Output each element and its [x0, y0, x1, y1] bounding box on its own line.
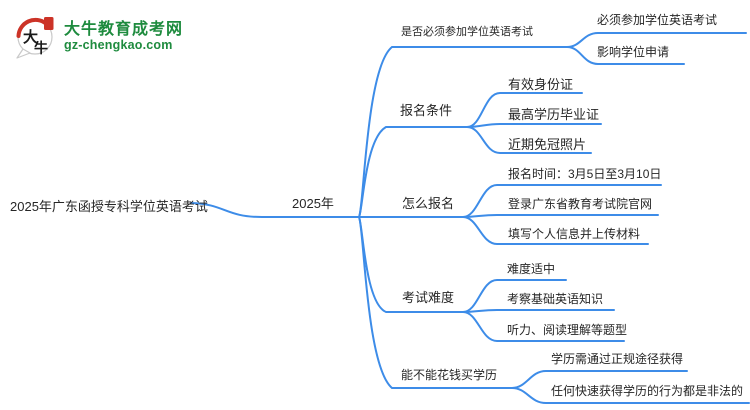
- connector-branch-3-child-2: [462, 214, 659, 218]
- connector-branch-2-child-3: [466, 126, 592, 154]
- connector-branch-4-child-3: [462, 311, 625, 342]
- branch-5-leaf-1: 学历需通过正规途径获得: [551, 352, 684, 366]
- branch-3-label: 怎么报名: [402, 196, 455, 211]
- branch-2-leaf-1: 有效身份证: [508, 77, 574, 92]
- connector-branch-5-child-2: [511, 387, 750, 404]
- connector-branch-3-child-1: [462, 184, 662, 218]
- branch-5-label: 能不能花钱买学历: [401, 368, 498, 382]
- connector-branch-4-child-2: [462, 309, 615, 313]
- branch-4-leaf-1: 难度适中: [507, 262, 556, 276]
- branch-2-label: 报名条件: [400, 103, 453, 118]
- connector-branch-5-child-1: [511, 370, 688, 389]
- branch-4-leaf-3: 听力、阅读理解等题型: [507, 323, 628, 337]
- branch-4-leaf-2: 考察基础英语知识: [507, 292, 604, 306]
- connector-branch-2: [358, 126, 468, 218]
- logo-char-niu: 牛: [34, 40, 48, 56]
- branch-3-leaf-1: 报名时间：3月5日至3月10日: [508, 167, 662, 181]
- connector-branch-2-child-1: [466, 92, 583, 128]
- connector-branch-5: [358, 216, 513, 389]
- branch-3-leaf-2: 登录广东省教育考试院官网: [508, 197, 653, 211]
- branch-4-label: 考试难度: [402, 290, 455, 305]
- connector-branch-4-child-1: [462, 279, 567, 313]
- branch-1-label: 是否必须参加学位英语考试: [401, 26, 533, 38]
- site-url: gz-chengkao.com: [64, 38, 173, 52]
- branch-3-leaf-3: 填写个人信息并上传材料: [508, 227, 641, 241]
- connector-branch-1: [358, 46, 568, 218]
- connector-branch-2-child-2: [466, 123, 602, 128]
- center-node: 2025年: [292, 196, 334, 211]
- site-name: 大牛教育成考网: [64, 21, 184, 38]
- branch-2-leaf-2: 最高学历毕业证: [508, 107, 600, 122]
- branch-1-leaf-1: 必须参加学位英语考试: [597, 13, 718, 27]
- root-node: 2025年广东函授专科学位英语考试: [10, 199, 208, 214]
- daniu-bull-logo-icon: 大 牛: [16, 17, 54, 59]
- site-logo[interactable]: 大 牛 大牛教育成考网 gz-chengkao.com: [12, 12, 183, 60]
- branch-1-leaf-2: 影响学位申请: [597, 45, 670, 59]
- logo-char-da: 大: [23, 28, 38, 46]
- branch-2-leaf-3: 近期免冠照片: [508, 137, 587, 152]
- connector-root: [190, 202, 360, 218]
- branch-5-leaf-2: 任何快速获得学历的行为都是非法的: [551, 384, 744, 398]
- connector-branch-3-child-3: [462, 216, 649, 245]
- connector-branch-1-child-2: [566, 46, 685, 65]
